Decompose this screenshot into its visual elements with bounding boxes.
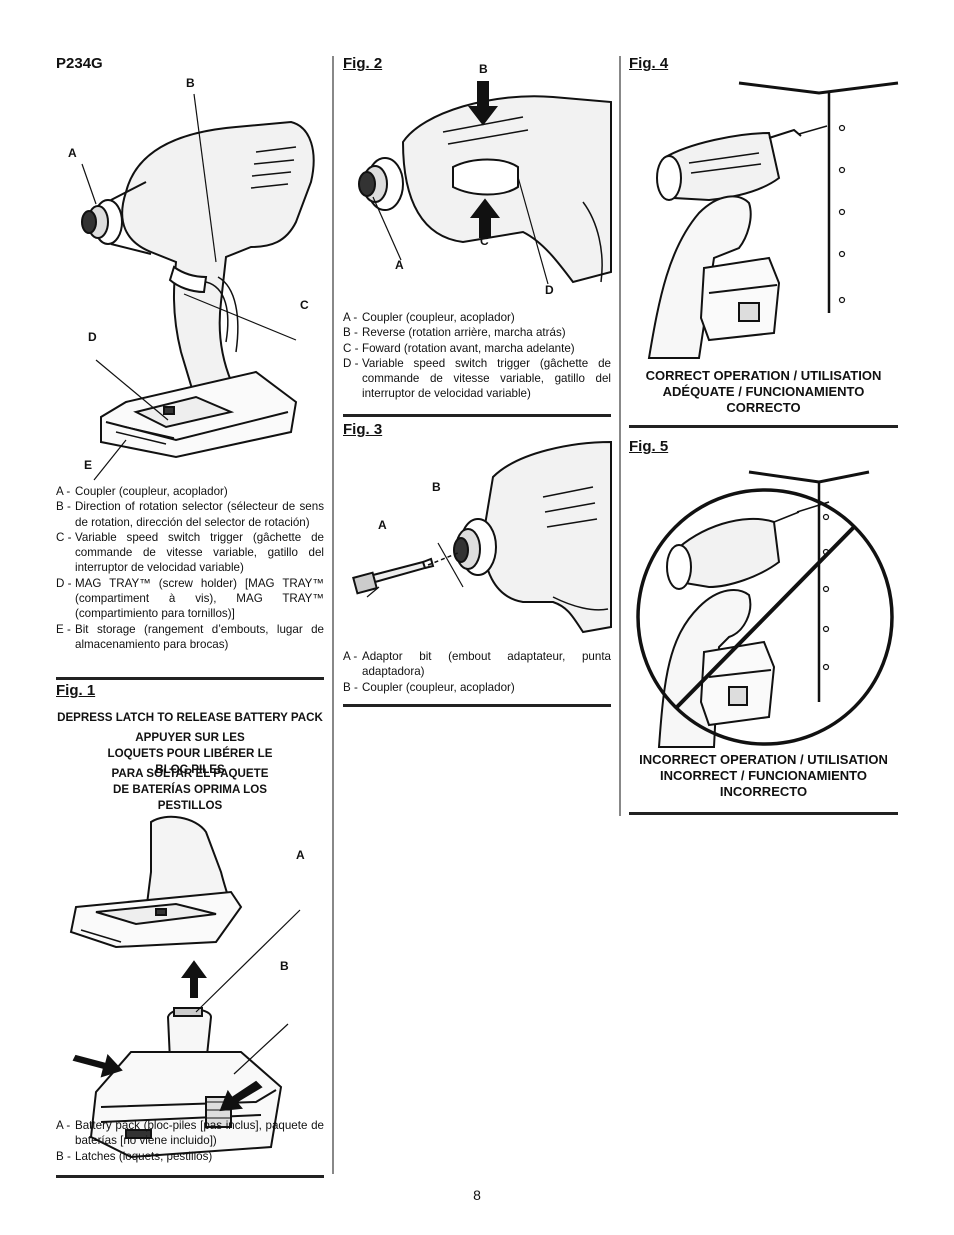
column-divider-right — [619, 56, 621, 816]
legend-item: A - Coupler (coupleur, acoplador) — [56, 484, 324, 499]
adaptor-bit-illustration — [352, 440, 612, 634]
legend-key: A - — [56, 1119, 71, 1132]
legend-item: A - Coupler (coupleur, acoplador) — [343, 310, 611, 325]
legend-text: Coupler (coupleur, acoplador) — [362, 680, 515, 694]
label-c: C — [300, 298, 309, 312]
impact-driver-illustration — [81, 93, 315, 481]
legend-item: B - Coupler (coupleur, acoplador) — [343, 680, 611, 695]
fig5-caption: INCORRECT OPERATION / UTILISATION INCORR… — [639, 752, 888, 799]
legend-item: C -Variable speed switch trigger (gâchet… — [56, 530, 324, 576]
legend-key: B - — [56, 500, 71, 514]
legend-key: D - — [56, 576, 72, 590]
legend-key: B - — [343, 326, 358, 340]
legend-item: A - Adaptor bit (embout adaptateur, punta… — [343, 649, 611, 680]
legend-key: E - — [56, 622, 71, 636]
fig2-legend: A - Coupler (coupleur, acoplador) B - Rever… — [343, 310, 611, 402]
parts-legend: A - Coupler (coupleur, acoplador) B - Direc… — [56, 484, 324, 652]
legend-key: C - — [56, 530, 72, 544]
fig2-label-c: C — [480, 234, 489, 248]
legend-item: B - Latches (loquets, pestillos) — [56, 1149, 324, 1164]
incorrect-operation-illustration — [636, 470, 894, 748]
legend-key: B - — [343, 680, 358, 694]
label-e: E — [84, 458, 93, 472]
legend-text: Coupler (coupleur, acoplador) — [362, 311, 515, 324]
legend-item: E - Bit storage (rangement d’embouts, lug… — [56, 622, 324, 653]
legend-text: Latches (loquets, pestillos) — [75, 1149, 213, 1163]
battery-release-illustration — [69, 815, 301, 1159]
rule-bottom-col3 — [629, 812, 898, 815]
legend-key: A - — [343, 311, 358, 324]
fig3-title: Fig. 3 — [343, 421, 383, 438]
legend-key: C - — [343, 341, 359, 355]
fig2-label-d: D — [545, 283, 554, 297]
label-a: A — [68, 146, 77, 160]
fig1-label-a: A — [296, 848, 305, 862]
fig3-label-b: B — [432, 480, 441, 494]
fig1-legend: A - Battery pack (bloc-piles [pas inclus]… — [56, 1118, 324, 1164]
fig1-caption-en: DEPRESS LATCH TO RELEASE BATTERY PACK — [57, 711, 323, 724]
page-number: 8 — [473, 1187, 481, 1203]
rule-fig3 — [343, 414, 611, 417]
legend-key: A - — [343, 650, 358, 663]
fig2-label-a: A — [395, 258, 404, 272]
legend-item: B - Reverse (rotation arrière, marcha atr… — [343, 325, 611, 340]
legend-item: A - Battery pack (bloc-piles [pas inclus]… — [56, 1118, 324, 1149]
fig1-title: Fig. 1 — [56, 682, 96, 699]
fig3-label-a: A — [378, 518, 387, 532]
fig1-label-b: B — [280, 959, 289, 973]
fig5-title: Fig. 5 — [629, 438, 669, 455]
legend-item: B - Direction of rotation selector (sélec… — [56, 499, 324, 530]
label-b: B — [186, 76, 195, 90]
legend-key: D - — [343, 356, 359, 370]
fig4-title: Fig. 4 — [629, 55, 669, 72]
legend-text: Direction of rotation selector (sélecteu… — [75, 500, 324, 529]
legend-key: B - — [56, 1149, 71, 1163]
legend-text: Bit storage (rangement d’embouts, lugar … — [75, 622, 324, 651]
fig2-label-b: B — [479, 62, 488, 76]
fig4-caption: CORRECT OPERATION / UTILISATION ADÉQUATE… — [645, 368, 882, 415]
fig2-title: Fig. 2 — [343, 55, 383, 72]
legend-text: Variable speed switch trigger (gâchette … — [75, 530, 324, 575]
legend-item: D -MAG TRAY™ (screw holder) [MAG TRAY™ (… — [56, 576, 324, 622]
model-heading: P234G — [56, 55, 103, 72]
fig1-caption-es: PARA SOLTAR EL PAQUETE DE BATERÍAS OPRIM… — [111, 767, 269, 812]
legend-text: Foward (rotation avant, marcha adelante) — [362, 341, 575, 355]
legend-text: Coupler (coupleur, acoplador) — [75, 485, 228, 498]
column-divider-left — [332, 56, 334, 1174]
legend-text: Variable speed switch trigger (gâchette … — [362, 356, 611, 401]
label-d: D — [88, 330, 97, 344]
rule-fig1 — [56, 677, 324, 680]
legend-text: Adaptor bit (embout adaptateur, punta ad… — [362, 650, 611, 679]
legend-item: C -Foward (rotation avant, marcha adelan… — [343, 341, 611, 356]
fig3-legend: A - Adaptor bit (embout adaptateur, punta… — [343, 649, 611, 695]
legend-item: D -Variable speed switch trigger (gâchet… — [343, 356, 611, 402]
legend-text: Battery pack (bloc-piles [pas inclus], p… — [75, 1119, 324, 1148]
direction-selector-illustration — [358, 81, 612, 285]
legend-text: MAG TRAY™ (screw holder) [MAG TRAY™ (com… — [75, 576, 324, 621]
fig1-caption-fr: APPUYER SUR LES LOQUETS POUR LIBÉRER LE … — [107, 731, 273, 776]
legend-key: A - — [56, 485, 71, 498]
rule-bottom-col2 — [343, 704, 611, 707]
rule-fig5 — [629, 425, 898, 428]
legend-text: Reverse (rotation arrière, marcha atrás) — [362, 326, 566, 340]
rule-bottom-col1 — [56, 1175, 324, 1178]
correct-operation-illustration — [647, 81, 899, 359]
